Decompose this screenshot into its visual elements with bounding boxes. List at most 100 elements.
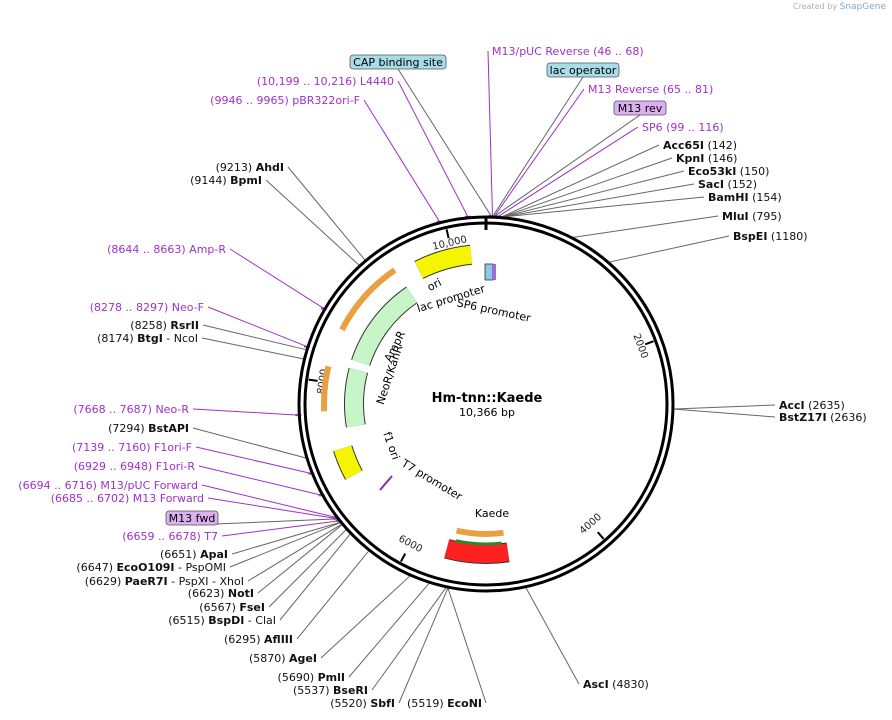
restriction-site-ecoo109i: (6647) EcoO109I - PspOMI: [76, 561, 226, 574]
primer-label: (6694 .. 6716) M13/pUC Forward: [18, 479, 198, 492]
primer-leader: [397, 80, 469, 218]
site-leader: [501, 144, 660, 218]
restriction-site-rsrii: (8258) RsrII: [130, 319, 199, 332]
restriction-site-econi: (5519) EcoNI: [407, 697, 482, 710]
site-leader: [287, 166, 366, 261]
tick-mark: [596, 531, 605, 540]
restriction-site-apai: (6651) ApaI: [160, 548, 228, 561]
callout-leader: [494, 114, 641, 217]
restriction-site-noti: (6623) NotI: [188, 587, 254, 600]
callout-label: lac operator: [550, 64, 617, 77]
primer-leader: [192, 408, 299, 416]
feature-arc-ori: [414, 245, 473, 279]
mcs-mark: [379, 475, 393, 491]
tick-mark: [308, 378, 318, 382]
restriction-site-bspdi: (6515) BspDI - ClaI: [168, 614, 276, 627]
feature-arcs: [321, 244, 510, 564]
orf-arrow: [321, 365, 332, 412]
site-leader: [247, 523, 342, 582]
callout-box: [165, 510, 219, 526]
restriction-site-pmli: (5690) PmlI: [278, 671, 345, 684]
primer-leader: [221, 520, 339, 537]
restriction-site-bstapi: (7294) BstAPI: [108, 422, 189, 435]
feature-label-t7-promoter: T7 promoter: [398, 456, 464, 503]
orf-arrow: [339, 267, 397, 332]
feature-arc-neor-kanr: [345, 368, 368, 428]
primer-label: SP6 (99 .. 116): [642, 121, 724, 134]
restriction-site-bseri: (5537) BseRI: [293, 684, 368, 697]
restriction-site-asci: AscI (4830): [583, 678, 649, 691]
site-leader: [229, 522, 341, 568]
site-leader: [503, 196, 705, 218]
site-leader: [296, 550, 370, 640]
callout-label: CAP binding site: [353, 56, 443, 69]
orf-arrow: [455, 527, 504, 537]
primer-label: (6685 .. 6702) M13 Forward: [51, 492, 204, 505]
mcs-mark: [493, 264, 496, 280]
callout-box: [349, 54, 447, 70]
restriction-site-afliii: (6295) AflIII: [224, 633, 293, 646]
primer-leader: [201, 484, 337, 519]
callout-box: [613, 100, 667, 116]
site-leader: [673, 404, 776, 410]
callout-label: M13 fwd: [169, 512, 216, 525]
primer-leader: [207, 306, 308, 347]
tick-mark: [445, 229, 450, 239]
primer-label: (6929 .. 6948) F1ori-R: [74, 460, 196, 473]
restriction-site-bstz17i: BstZ17I (2636): [779, 411, 867, 424]
tick-mark: [400, 553, 407, 562]
site-leader: [192, 427, 307, 459]
leader-lines: [191, 50, 776, 704]
restriction-site-acc65i: Acc65I (142): [663, 139, 737, 152]
primer-label: M13/pUC Reverse (46 .. 68): [492, 45, 644, 58]
restriction-site-bamhi: BamHI (154): [708, 191, 782, 204]
restriction-site-eco53ki: Eco53kI (150): [688, 165, 769, 178]
snapgene-brand: Created by SnapGene: [793, 2, 886, 12]
primer-leader: [487, 50, 493, 217]
primer-label: (9946 .. 9965) pBR322ori-F: [210, 94, 360, 107]
feature-label-neor-kanr: NeoR/KanR: [374, 343, 405, 406]
callout-leader: [397, 68, 492, 217]
tick-label: 6000: [396, 533, 424, 555]
restriction-site-acci: AccI (2635): [779, 399, 845, 412]
site-leader: [279, 533, 351, 621]
site-leader: [348, 582, 430, 678]
restriction-site-ahdi: (9213) AhdI: [216, 161, 284, 174]
primer-label: (8644 .. 8663) Amp-R: [107, 243, 226, 256]
restriction-site-saci: SacI (152): [698, 178, 757, 191]
cap-site-mark: [484, 263, 494, 281]
restriction-site-btgi: (8174) BtgI - NcoI: [97, 332, 198, 345]
brand-prefix: Created by: [793, 2, 838, 11]
feature-label-ori: ori: [425, 276, 444, 294]
primer-leader: [195, 446, 312, 474]
tick-mark: [644, 340, 654, 346]
plasmid-length: 10,366 bp: [459, 406, 515, 419]
feature-label-kaede: Kaede: [475, 507, 510, 520]
primer-label: (8278 .. 8297) Neo-F: [90, 301, 204, 314]
feature-arc-f1-ori: [334, 445, 362, 480]
site-leader: [573, 215, 719, 238]
feature-arc-ampr: [352, 287, 417, 366]
site-leader: [231, 521, 341, 555]
primer-leader: [207, 497, 338, 520]
feature-label-f1-ori: f1 ori: [380, 430, 402, 461]
orf-arrow: [455, 539, 502, 546]
site-leader: [447, 587, 487, 704]
callout-leader: [492, 76, 584, 217]
tick-label: 4000: [578, 512, 604, 537]
primer-label: (7139 .. 7160) F1ori-F: [72, 441, 192, 454]
restriction-site-bpmi: (9144) BpmI: [190, 174, 262, 187]
site-leader: [265, 179, 360, 266]
restriction-site-fsei: (6567) FseI: [199, 601, 265, 614]
restriction-site-sbfi: (5520) SbfI: [330, 697, 395, 710]
primer-label: (10,199 .. 10,216) L4440: [257, 75, 394, 88]
primer-leader: [497, 126, 639, 217]
primer-label: (7668 .. 7687) Neo-R: [73, 403, 189, 416]
site-leader: [502, 170, 685, 218]
site-leader: [503, 183, 695, 218]
plasmid-name: Hm-tnn::Kaede: [432, 391, 543, 406]
primer-leader: [493, 88, 585, 217]
